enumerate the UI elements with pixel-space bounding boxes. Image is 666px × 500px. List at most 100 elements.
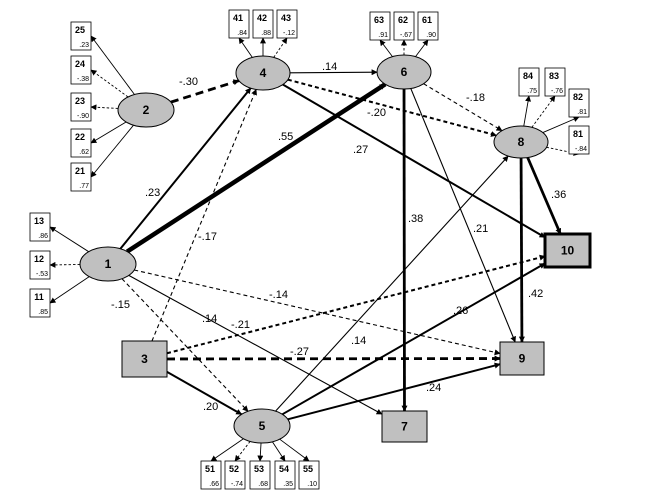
indicator-box-62 <box>393 11 415 41</box>
observed-node-9 <box>499 341 545 376</box>
indicator-label-24: 24 <box>75 59 85 69</box>
latent-label-1: 1 <box>105 257 112 271</box>
indicator-edge-53 <box>257 442 264 462</box>
path-coef-4-to-6: .14 <box>322 61 337 73</box>
indicator-label-42: 42 <box>257 13 267 23</box>
latent-node-5 <box>233 408 291 444</box>
path-1-to-6 <box>125 82 387 254</box>
indicator-loading-53: .68 <box>258 481 268 488</box>
path-6-to-8 <box>423 83 503 132</box>
observed-node-7 <box>381 410 428 443</box>
indicator-label-55: 55 <box>303 464 313 474</box>
indicator-loading-84: .75 <box>527 88 537 95</box>
indicator-loading-23: -.90 <box>77 113 89 120</box>
path-coef-4-to-10: .27 <box>353 144 368 156</box>
path-3-to-5 <box>166 370 243 416</box>
indicator-edge-63 <box>379 39 393 57</box>
indicator-edge-51 <box>210 438 244 462</box>
indicator-edge-84 <box>523 95 532 127</box>
indicator-edge-83 <box>531 95 556 128</box>
path-coef-1-to-4: .23 <box>145 187 160 199</box>
indicator-box-11 <box>29 288 51 318</box>
indicator-loading-51: .66 <box>209 481 219 488</box>
observed-label-7: 7 <box>401 420 408 434</box>
path-3-to-4 <box>151 88 257 342</box>
observed-label-9: 9 <box>519 352 526 366</box>
indicator-label-82: 82 <box>573 92 583 102</box>
indicator-loading-11: .85 <box>38 309 48 316</box>
indicator-label-23: 23 <box>75 96 85 106</box>
path-coef-3-to-5: .20 <box>203 401 218 413</box>
indicator-edge-61 <box>415 39 429 57</box>
path-coef-2-to-4: -.30 <box>179 76 198 88</box>
indicator-box-41 <box>228 9 250 39</box>
indicator-edge-43 <box>273 37 288 58</box>
indicator-edge-55 <box>279 438 310 462</box>
indicator-box-81 <box>568 125 590 155</box>
path-coef-8-to-10: .36 <box>551 189 566 201</box>
latent-node-8 <box>493 125 549 159</box>
path-1-to-4 <box>119 87 252 250</box>
indicator-loading-81: -.84 <box>575 146 587 153</box>
path-coef-1-to-5: -.15 <box>111 299 130 311</box>
indicator-loading-54: .35 <box>283 481 293 488</box>
indicator-loading-24: -.38 <box>77 76 89 83</box>
indicator-loading-82: .81 <box>577 109 587 116</box>
indicator-edge-52 <box>234 441 251 462</box>
indicator-edge-24 <box>90 69 129 98</box>
indicator-box-63 <box>369 11 391 41</box>
indicator-label-54: 54 <box>279 464 289 474</box>
path-3-to-10 <box>166 254 546 355</box>
indicator-loading-41: .84 <box>237 30 247 37</box>
indicator-loading-22: .62 <box>79 149 89 156</box>
indicator-loading-42: .88 <box>261 30 271 37</box>
indicator-label-53: 53 <box>254 464 264 474</box>
indicator-edge-11 <box>49 276 90 304</box>
indicator-box-61 <box>417 11 439 41</box>
indicator-label-81: 81 <box>573 129 583 139</box>
indicator-box-53 <box>249 460 271 490</box>
structural-paths <box>119 69 562 421</box>
indicator-loading-83: -.76 <box>551 88 563 95</box>
indicator-label-22: 22 <box>75 132 85 142</box>
latent-label-8: 8 <box>518 135 525 149</box>
indicator-box-51 <box>200 460 222 490</box>
indicator-label-12: 12 <box>34 254 44 264</box>
indicator-edge-54 <box>272 441 286 462</box>
path-8-to-9 <box>518 157 525 343</box>
indicator-label-51: 51 <box>205 464 215 474</box>
indicator-loading-55: .10 <box>307 481 317 488</box>
path-2-to-4 <box>170 79 240 104</box>
path-coef-3-to-10: -.21 <box>231 319 250 331</box>
path-coef-5-to-8: .14 <box>351 335 366 347</box>
latent-label-4: 4 <box>260 66 267 80</box>
path-4-to-10 <box>282 83 546 239</box>
indicator-label-84: 84 <box>523 71 533 81</box>
indicator-loading-63: .91 <box>378 32 388 39</box>
indicator-box-55 <box>298 460 320 490</box>
indicator-loading-21: .77 <box>79 183 89 190</box>
indicator-loading-62: -.67 <box>400 32 412 39</box>
indicator-box-23 <box>70 92 92 122</box>
indicator-box-82 <box>568 88 590 118</box>
path-coef-6-to-9: .21 <box>473 223 488 235</box>
path-coef-6-to-8: -.18 <box>466 92 485 104</box>
indicator-boxes: 25.2324-.3823-.9022.6221.7741.8442.8843-… <box>29 9 590 490</box>
path-8-to-10 <box>526 156 562 235</box>
indicator-label-63: 63 <box>374 15 384 25</box>
path-coef-3-to-9: -.27 <box>290 346 309 358</box>
latent-node-4 <box>235 55 291 91</box>
indicator-loading-12: -.53 <box>36 271 48 278</box>
indicator-box-52 <box>224 460 246 490</box>
indicator-box-84 <box>518 67 540 97</box>
path-6-to-9 <box>410 88 516 343</box>
indicator-box-24 <box>70 55 92 85</box>
path-1-to-5 <box>121 278 249 412</box>
indicator-box-42 <box>252 9 274 39</box>
path-5-to-10 <box>281 262 546 416</box>
path-coefficients: -.30.14-.18-.20.27.55.23-.17.38.21.36.42… <box>111 61 566 413</box>
path-4-to-6 <box>289 69 378 76</box>
latent-label-2: 2 <box>143 103 150 117</box>
latent-node-2 <box>117 92 175 128</box>
